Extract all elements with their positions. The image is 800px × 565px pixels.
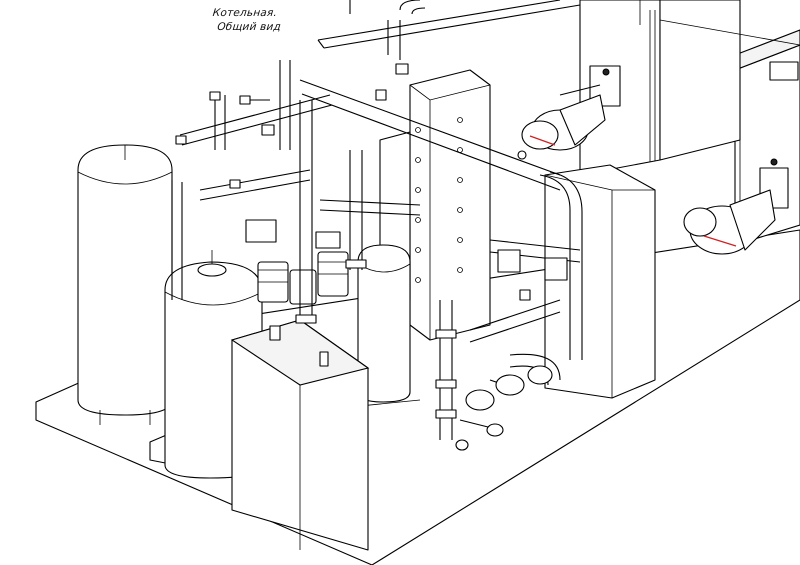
valves-and-flanges: [175, 63, 568, 451]
control-cabinet: [230, 319, 370, 551]
boiler-cabinet: [544, 164, 656, 399]
piping-network: [171, 0, 601, 440]
burner-right: [683, 158, 789, 255]
circulation-pumps: [245, 219, 349, 305]
burner-upper: [517, 65, 621, 160]
expansion-tank-large: [77, 144, 173, 425]
